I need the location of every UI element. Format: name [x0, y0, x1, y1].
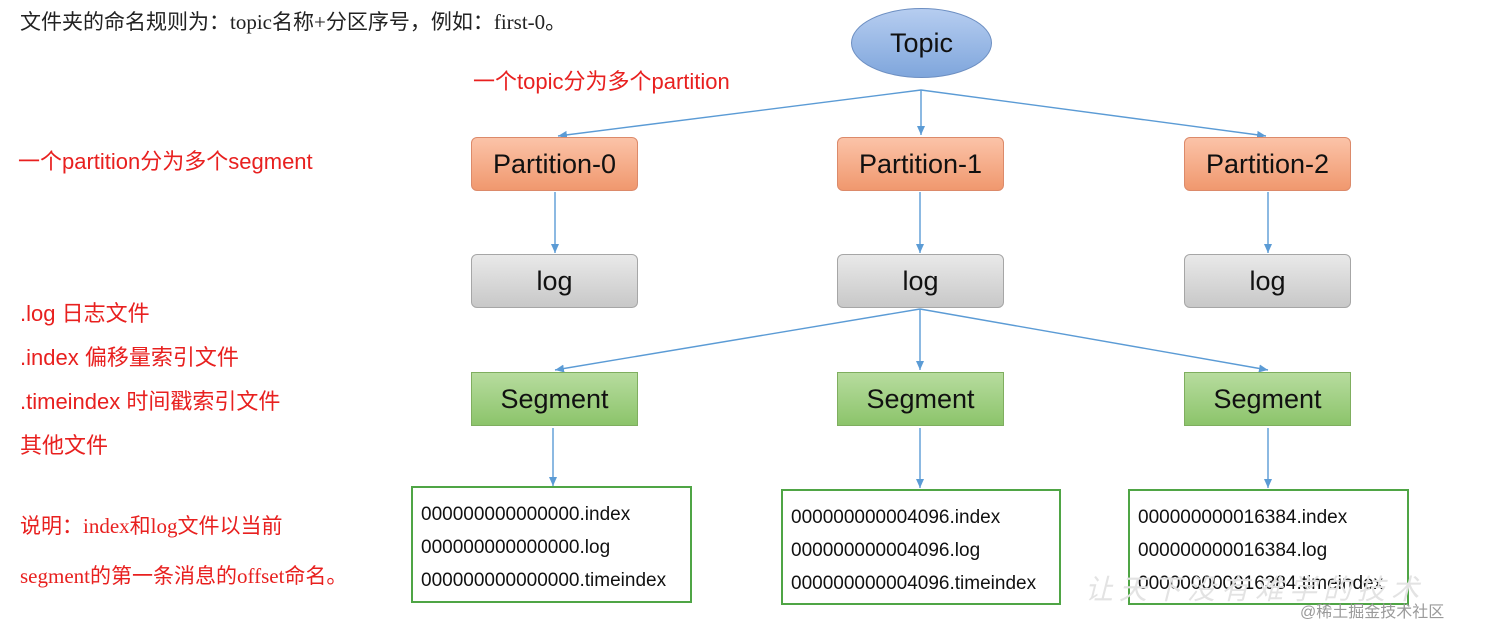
faint-slogan-watermark: 让天下没有难学的技术 — [1085, 573, 1426, 606]
arrow-log-segment-2 — [919, 308, 1269, 373]
folder-naming-note: 文件夹的命名规则为：topic名称+分区序号，例如：first-0。 — [20, 10, 567, 34]
segment-node-2: Segment — [1184, 372, 1351, 426]
file-type-other: 其他文件 — [20, 433, 109, 458]
arrow-topic-partition-2 — [920, 89, 1267, 139]
file-type-log: .log 日志文件 — [20, 301, 150, 326]
file-index: 000000000016384.index — [1138, 507, 1348, 528]
file-timeindex: 000000000016384.timeindex — [1138, 573, 1384, 594]
file-index: 000000000004096.index — [791, 507, 1001, 528]
arrow-topic-partition-0 — [557, 89, 922, 139]
topic-split-annotation: 一个topic分为多个partition — [473, 69, 730, 94]
partition-node-1: Partition-1 — [837, 137, 1004, 191]
partition-node-2: Partition-2 — [1184, 137, 1351, 191]
file-log: 000000000016384.log — [1138, 540, 1328, 561]
site-watermark: @稀土掘金技术社区 — [1300, 604, 1445, 621]
log-node-0: log — [471, 254, 638, 308]
file-type-index: .index 偏移量索引文件 — [20, 345, 239, 370]
log-node-1: log — [837, 254, 1004, 308]
file-log: 000000000004096.log — [791, 540, 981, 561]
file-timeindex: 000000000000000.timeindex — [421, 570, 667, 591]
file-type-timeindex: .timeindex 时间戳索引文件 — [20, 389, 281, 414]
partition-node-0: Partition-0 — [471, 137, 638, 191]
segment-node-0: Segment — [471, 372, 638, 426]
segment-node-1: Segment — [837, 372, 1004, 426]
segment-files-box-2: 000000000016384.index 000000000016384.lo… — [1128, 489, 1409, 605]
segment-files-box-0: 000000000000000.index 000000000000000.lo… — [411, 486, 692, 603]
file-index: 000000000000000.index — [421, 504, 631, 525]
explanation-line-2: segment的第一条消息的offset命名。 — [20, 564, 348, 588]
file-log: 000000000000000.log — [421, 537, 611, 558]
partition-split-annotation: 一个partition分为多个segment — [18, 149, 313, 174]
arrow-log-segment-0 — [554, 308, 921, 373]
topic-node: Topic — [851, 8, 992, 78]
segment-files-box-1: 000000000004096.index 000000000004096.lo… — [781, 489, 1061, 605]
file-timeindex: 000000000004096.timeindex — [791, 573, 1037, 594]
explanation-line-1: 说明：index和log文件以当前 — [20, 514, 283, 538]
log-node-2: log — [1184, 254, 1351, 308]
